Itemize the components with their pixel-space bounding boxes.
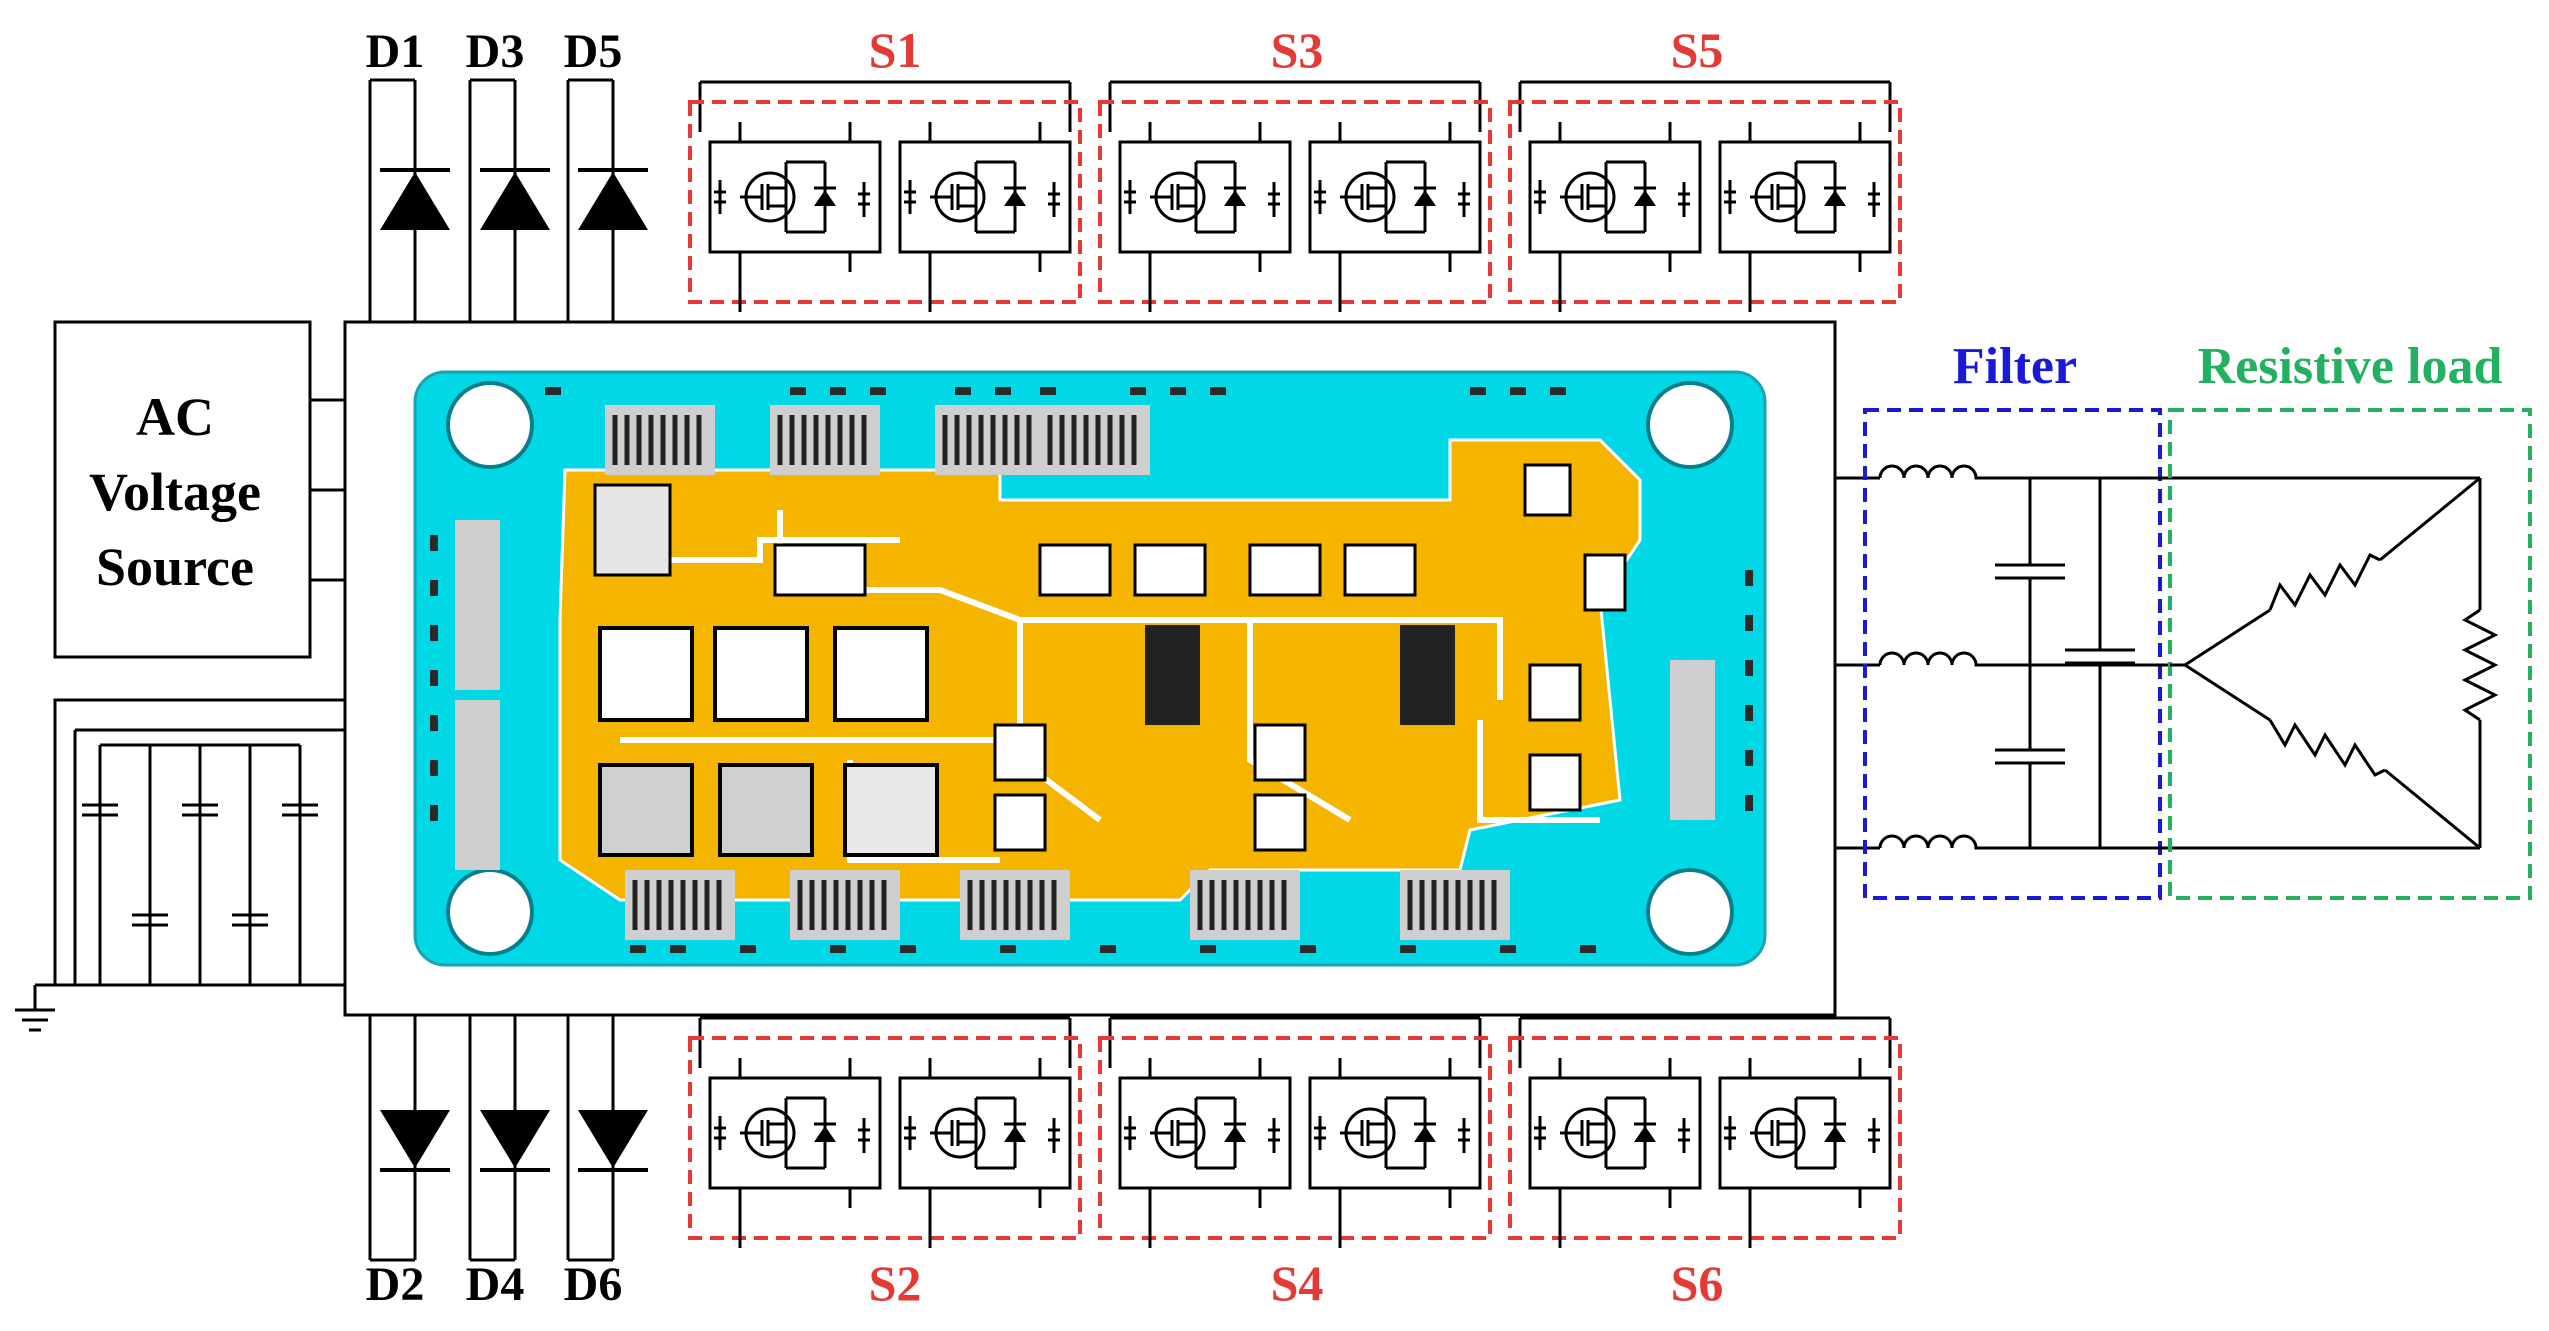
mosfet-symbol-icon xyxy=(690,1018,1080,1248)
switch-group-s5 xyxy=(1510,82,1900,312)
power-module xyxy=(343,320,1837,1017)
resistive-load: Resistive load xyxy=(2168,338,2532,900)
inductor-symbol-icon xyxy=(1878,651,1990,667)
mosfet-symbol-icon xyxy=(1510,82,1900,312)
source-label-line2: Voltage xyxy=(89,462,261,522)
copper-traces xyxy=(600,510,1600,863)
label-d2: D2 xyxy=(366,1258,425,1311)
label-resistive-load: Resistive load xyxy=(2198,338,2503,395)
resistor-symbol-icon xyxy=(2268,552,2381,611)
capacitor-symbol-icon xyxy=(2065,478,2135,848)
resistor-symbol-icon xyxy=(2268,719,2386,777)
label-d6: D6 xyxy=(564,1258,623,1311)
mosfet-symbol-icon xyxy=(690,82,1080,312)
output-phase-lines xyxy=(1835,476,1880,850)
capacitor-symbol-icon xyxy=(1995,665,2065,848)
label-s1: S1 xyxy=(869,22,922,78)
source-label-line3: Source xyxy=(96,537,254,597)
mosfet-symbol-icon xyxy=(1100,82,1490,312)
ac-voltage-source: AC Voltage Source xyxy=(53,320,345,659)
label-filter: Filter xyxy=(1953,338,2077,395)
switch-group-s3 xyxy=(1100,82,1490,312)
inductor-symbol-icon xyxy=(1878,834,1990,850)
dc-link-capacitor-bank xyxy=(15,698,345,1032)
mounting-hole xyxy=(1646,381,1734,469)
switch-group-s2 xyxy=(690,1018,1080,1248)
driver-ic-group xyxy=(993,463,1627,852)
label-d3: D3 xyxy=(466,25,525,78)
source-label-line1: AC xyxy=(136,387,214,447)
switch-group-s6 xyxy=(1510,1018,1900,1248)
switch-group-s4 xyxy=(1100,1018,1490,1248)
igbt-chip-group xyxy=(593,483,939,857)
mosfet-symbol-icon xyxy=(1100,1018,1490,1248)
label-s5: S5 xyxy=(1671,22,1724,78)
mounting-hole xyxy=(446,381,534,469)
label-d4: D4 xyxy=(466,1258,525,1311)
label-d5: D5 xyxy=(564,25,623,78)
label-s6: S6 xyxy=(1671,1255,1724,1311)
terminal-pins xyxy=(455,405,1715,940)
switch-group-s1 xyxy=(690,82,1080,312)
capacitor-symbol-icon xyxy=(1995,478,2065,665)
mounting-hole xyxy=(1646,868,1734,956)
label-s2: S2 xyxy=(869,1255,922,1311)
edge-pads xyxy=(430,387,1753,953)
label-s3: S3 xyxy=(1271,22,1324,78)
label-s4: S4 xyxy=(1271,1255,1324,1311)
mounting-hole xyxy=(446,868,534,956)
label-d1: D1 xyxy=(366,25,425,78)
mosfet-symbol-icon xyxy=(1510,1018,1900,1248)
lc-filter: Filter xyxy=(1863,338,2480,900)
inductor-symbol-icon xyxy=(1878,464,1990,480)
resistor-symbol-icon xyxy=(2461,608,2499,722)
